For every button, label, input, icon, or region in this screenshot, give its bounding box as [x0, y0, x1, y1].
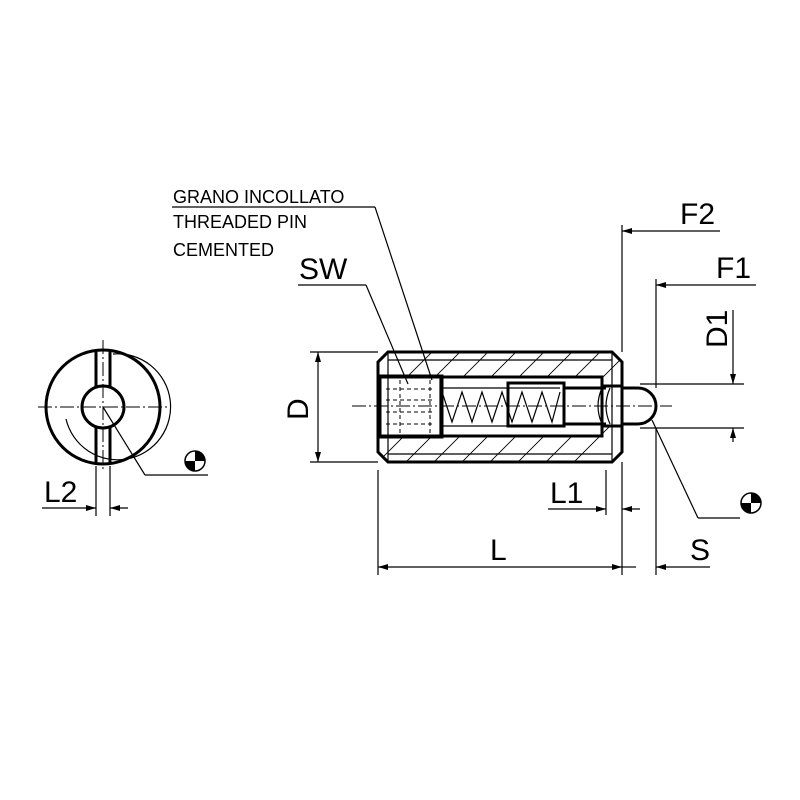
s-dimension: [622, 428, 710, 575]
s-label: S: [690, 534, 710, 567]
spring: [441, 390, 561, 425]
cog-leader: [651, 419, 699, 519]
section-view: [352, 350, 672, 464]
l2-label: L2: [44, 476, 77, 509]
l-label: L: [490, 534, 507, 567]
f2-label: F2: [680, 198, 715, 231]
end-view-thread-arc: [65, 353, 172, 461]
d-label: D: [282, 398, 315, 420]
f1-label: F1: [716, 252, 751, 285]
l1-label: L1: [550, 477, 583, 510]
center-of-gravity-symbol: [740, 492, 762, 514]
note-grano-incollato: GRANO INCOLLATO: [173, 187, 344, 207]
d1-dimension: [640, 310, 744, 442]
l2-dimension: [42, 466, 128, 516]
f2-dimension: [621, 225, 720, 352]
l1-dimension: [548, 462, 640, 575]
end-view: [38, 340, 208, 476]
d1-label: D1: [701, 310, 734, 348]
sw-label: SW: [299, 253, 348, 286]
d-dimension: [310, 351, 378, 463]
sw-leader: [365, 284, 409, 385]
center-of-gravity-symbol: [184, 450, 206, 472]
end-view-leader: [102, 406, 146, 476]
l-dimension: [377, 470, 622, 575]
note-leader: [374, 206, 433, 381]
note-cemented: CEMENTED: [173, 240, 274, 260]
f1-dimension: [655, 279, 756, 388]
plunger: [506, 381, 566, 428]
note-threaded-pin: THREADED PIN: [173, 212, 307, 232]
